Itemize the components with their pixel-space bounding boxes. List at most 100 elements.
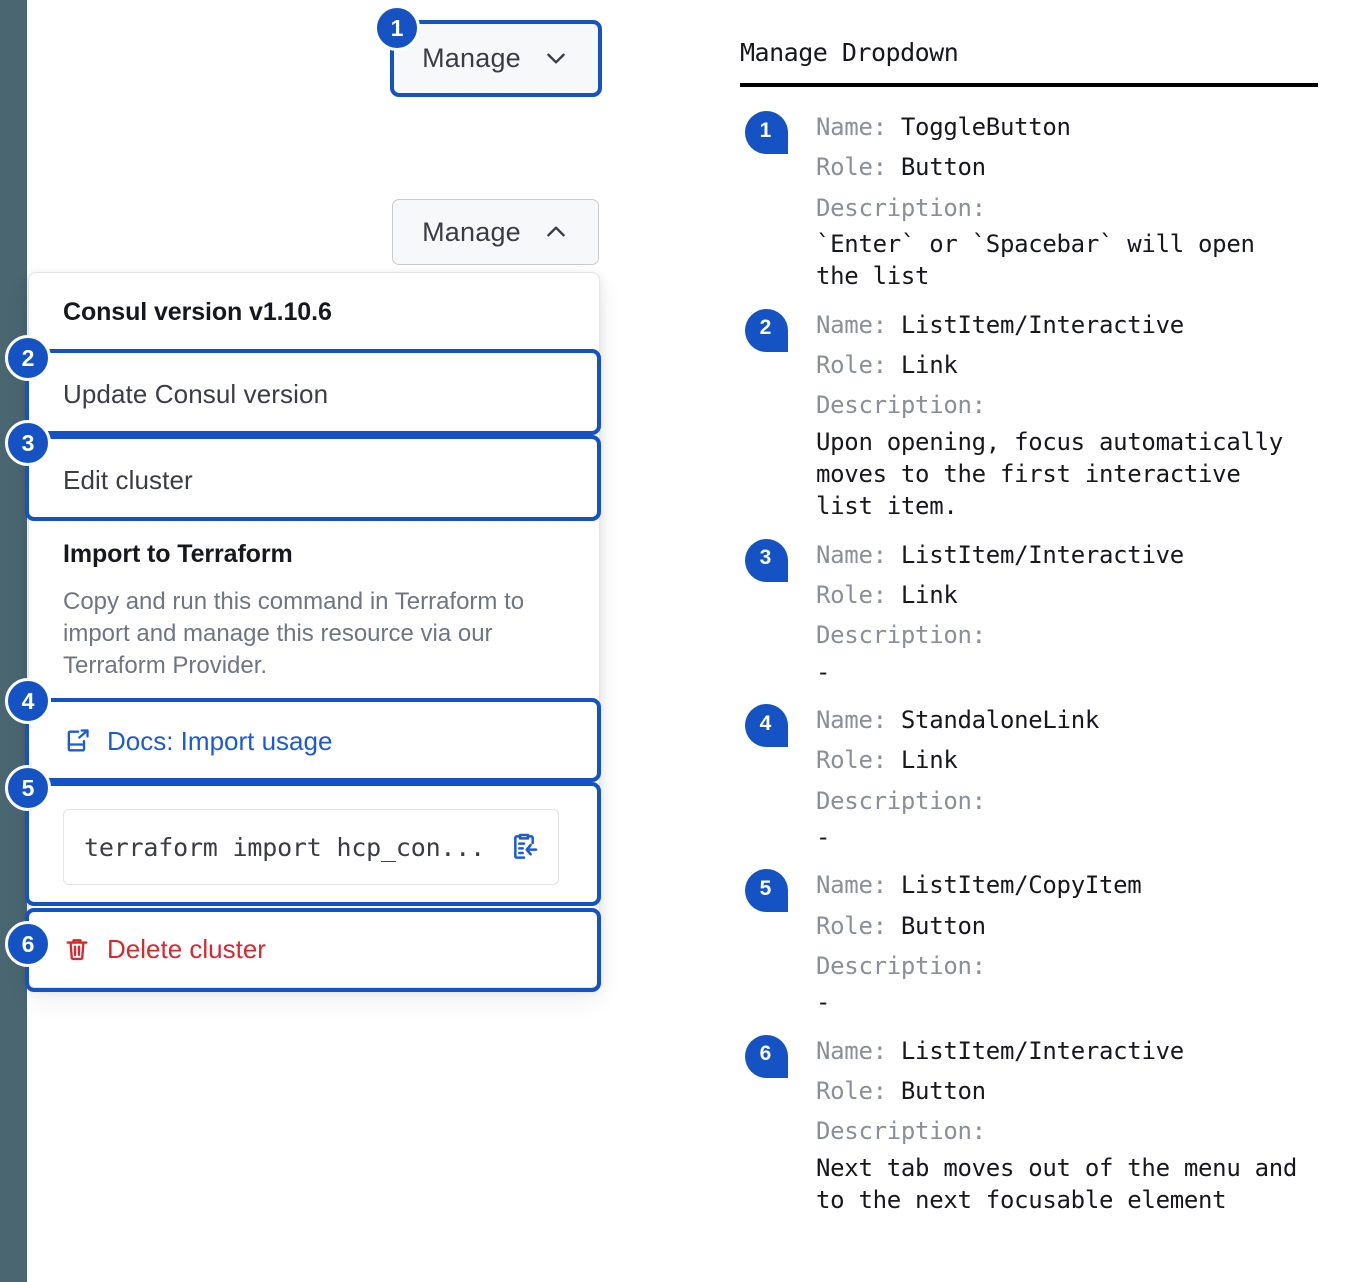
annotation-description-text: - [816, 988, 831, 1017]
annotation-role-value: Link [900, 746, 958, 775]
annotation-name-key: Name: [816, 310, 901, 339]
annotation-description-text: `Enter` or `Spacebar` will open the list [816, 229, 1255, 291]
annotation-name: Name: StandaloneLink [816, 700, 1340, 740]
callout-marker-1: 1 [374, 5, 420, 51]
annotation-description-text: Next tab moves out of the menu and to th… [816, 1153, 1298, 1215]
annotation-name: Name: ListItem/Interactive [816, 535, 1340, 575]
annotation-description-label: Description: [816, 391, 986, 420]
annotation-name: Name: ListItem/Interactive [816, 1031, 1340, 1071]
annotation-role: Role: Link [816, 345, 1340, 385]
annotation-pin-6: 6 [745, 1034, 788, 1078]
clipboard-copy-icon[interactable] [508, 831, 540, 863]
annotation-pin-number: 4 [759, 711, 772, 735]
annotation-role-key: Role: [816, 153, 901, 182]
terraform-heading-label: Import to Terraform [63, 539, 293, 568]
annotation-pin-number: 1 [759, 118, 772, 142]
annotation-description-label: Description: [816, 1117, 986, 1146]
menu-item-delete-cluster[interactable]: Delete cluster [29, 909, 601, 989]
annotation-panel-divider [740, 83, 1318, 87]
chevron-down-icon [543, 45, 569, 71]
annotation-pin-4: 4 [745, 704, 788, 748]
terraform-description-text: Copy and run this command in Terraform t… [63, 588, 525, 679]
callout-marker-6: 6 [5, 921, 51, 967]
annotation-pin-number: 3 [759, 546, 772, 570]
delete-cluster-label: Delete cluster [107, 933, 266, 964]
annotation-role-value: Link [900, 581, 958, 610]
annotation-name-key: Name: [816, 540, 901, 569]
annotation-name-key: Name: [816, 871, 901, 900]
chevron-up-icon [543, 219, 569, 245]
docs-external-link-icon [63, 727, 91, 755]
annotation-name-value: StandaloneLink [900, 706, 1099, 735]
manage-button-label: Manage [422, 42, 521, 73]
annotation-description-label: Description: [816, 621, 986, 650]
dropdown-demo-column: Manage Manage Consul version v1.10.6 Upd… [5, 5, 602, 992]
annotation-name-key: Name: [816, 113, 901, 141]
menu-item-label: Edit cluster [63, 464, 193, 495]
annotation-name: Name: ToggleButton [816, 107, 1340, 147]
annotation-pin-3: 3 [745, 538, 788, 582]
callout-marker-3: 3 [5, 420, 51, 466]
annotation-name-value: ToggleButton [900, 113, 1071, 141]
annotation-panel-title: Manage Dropdown [740, 38, 959, 67]
annotation-role: Role: Link [816, 740, 1340, 780]
manage-button-collapsed[interactable]: Manage [392, 22, 599, 94]
annotation-name-value: ListItem/Interactive [900, 540, 1184, 569]
menu-item-update-consul-version[interactable]: Update Consul version [29, 351, 601, 437]
manage-button-expanded[interactable]: Manage [392, 199, 599, 265]
annotation-description-label: Description: [816, 786, 986, 815]
callout-marker-2: 2 [5, 335, 51, 381]
annotation-role: Role: Button [816, 906, 1340, 946]
left-nav-rail [0, 0, 27, 1282]
annotation-name-key: Name: [816, 1036, 901, 1065]
annotation-pin-5: 5 [745, 869, 788, 913]
menu-item-edit-cluster[interactable]: Edit cluster [29, 437, 601, 523]
annotation-role-value: Button [900, 911, 986, 940]
annotation-description-text: - [816, 823, 831, 852]
annotation-pin-number: 5 [759, 876, 772, 900]
callout-marker-4: 4 [5, 678, 51, 724]
annotation-role: Role: Button [816, 147, 1340, 187]
annotation-description-text: - [816, 657, 831, 686]
annotation-description-text: Upon opening, focus automatically moves … [816, 427, 1283, 521]
menu-item-copy-command[interactable]: terraform import hcp_con... [29, 785, 601, 909]
annotation-name-key: Name: [816, 706, 901, 735]
menu-item-label: Update Consul version [63, 378, 329, 409]
callout-marker-5: 5 [5, 765, 51, 811]
terraform-section-heading: Import to Terraform [29, 523, 601, 585]
annotation-description-label: Description: [816, 193, 986, 222]
annotation-name-value: ListItem/CopyItem [900, 871, 1142, 900]
manage-button-label-expanded: Manage [422, 216, 521, 247]
manage-dropdown-menu: Consul version v1.10.6 Update Consul ver… [28, 272, 600, 988]
docs-link-label: Docs: Import usage [107, 725, 333, 756]
annotation-role-key: Role: [816, 581, 901, 610]
terraform-command-text: terraform import hcp_con... [84, 832, 485, 862]
annotation-role: Role: Button [816, 1071, 1340, 1111]
menu-item-docs-import-usage[interactable]: Docs: Import usage [29, 697, 601, 785]
annotation-role-key: Role: [816, 911, 901, 940]
terraform-command-box[interactable]: terraform import hcp_con... [63, 809, 559, 885]
trash-icon [63, 935, 91, 963]
annotation-name-value: ListItem/Interactive [900, 1036, 1184, 1065]
annotation-pin-number: 6 [759, 1042, 772, 1066]
annotation-role-value: Button [900, 1077, 986, 1106]
annotation-pin-number: 2 [759, 316, 772, 340]
annotation-name-value: ListItem/Interactive [900, 310, 1184, 339]
annotation-name: Name: ListItem/CopyItem [816, 865, 1340, 905]
dropdown-version-header: Consul version v1.10.6 [29, 273, 601, 351]
annotation-role: Role: Link [816, 575, 1340, 615]
annotation-pin-1: 1 [745, 111, 788, 154]
terraform-section-description: Copy and run this command in Terraform t… [29, 579, 601, 689]
annotation-role-key: Role: [816, 1077, 901, 1106]
consul-version-label: Consul version v1.10.6 [63, 297, 332, 326]
annotation-description-label: Description: [816, 952, 986, 981]
annotation-name: Name: ListItem/Interactive [816, 305, 1340, 345]
annotation-role-value: Link [900, 351, 958, 380]
